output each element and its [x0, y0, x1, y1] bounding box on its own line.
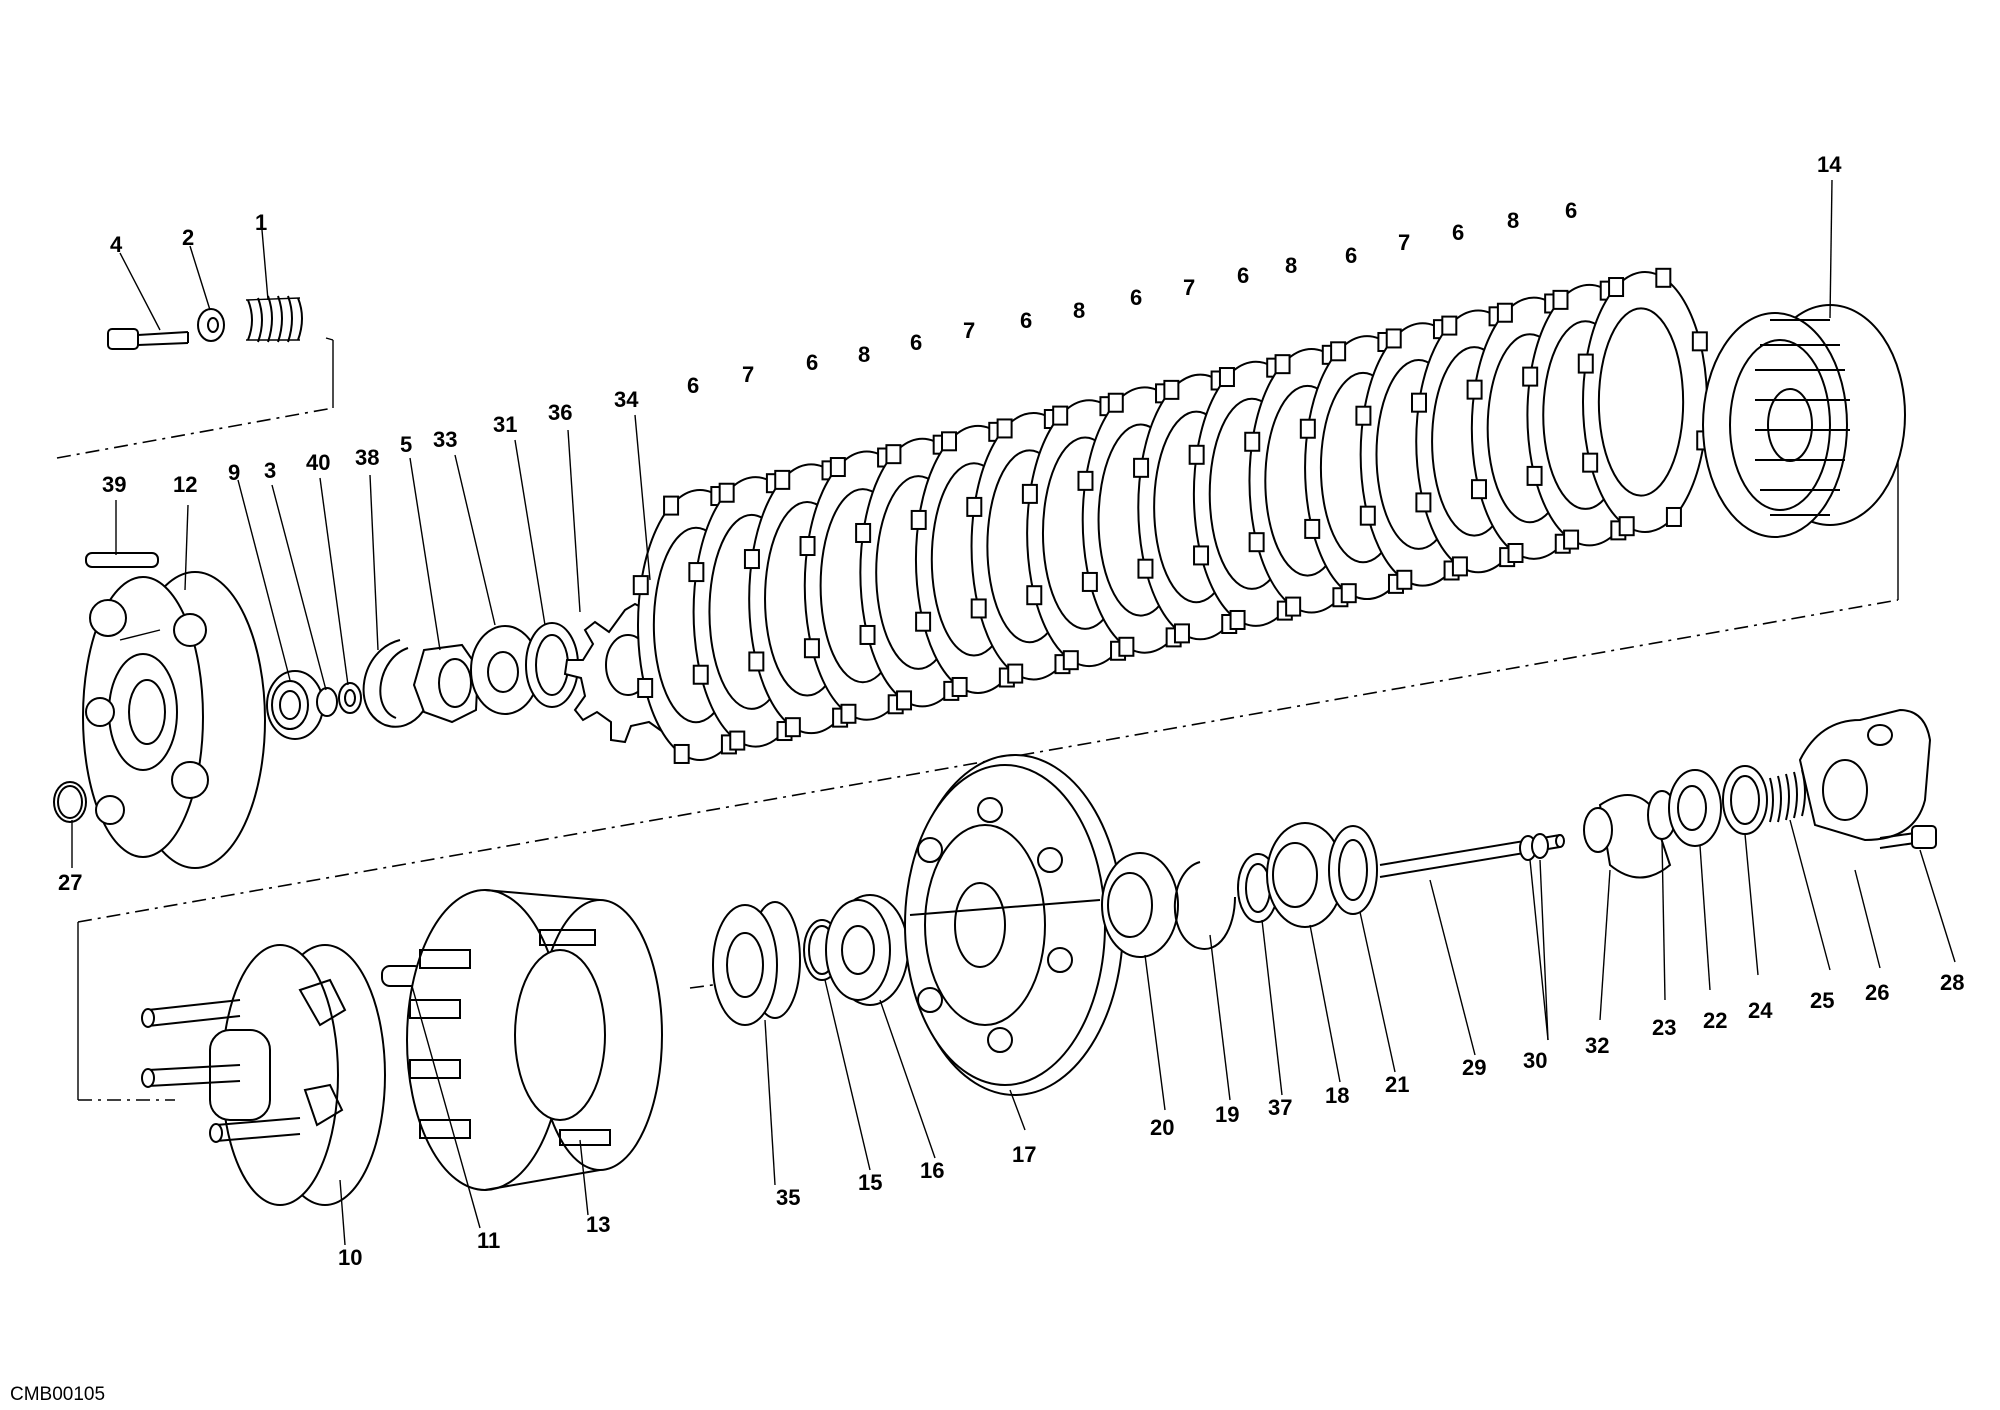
callout-6: 6: [1020, 308, 1032, 333]
primary-gear-part-17: [904, 754, 1124, 1096]
callout-26: 26: [1865, 980, 1889, 1005]
spring-part-25: [1769, 769, 1806, 823]
clutch-drum-part-14: [1702, 304, 1906, 538]
bearing-part-9: [266, 670, 324, 740]
callout-23: 23: [1652, 1015, 1676, 1040]
callout-5: 5: [400, 432, 412, 457]
callout-7: 7: [963, 318, 975, 343]
washer-part-21: [1328, 825, 1378, 915]
callout-1: 1: [255, 210, 267, 235]
washer-part-2: [197, 308, 225, 342]
callout-22: 22: [1703, 1008, 1727, 1033]
callout-4: 4: [110, 232, 123, 257]
clutch-plate: [1577, 267, 1713, 537]
callout-8: 8: [1285, 253, 1297, 278]
slave-cylinder-part-26: [1798, 708, 1932, 842]
callout-8: 8: [858, 342, 870, 367]
seal-part-22: [1668, 769, 1722, 847]
o-rings-part-30: [1519, 833, 1549, 861]
callout-16: 16: [920, 1158, 944, 1183]
clutch-basket-part-13: [406, 889, 663, 1191]
bushing-part-35: [712, 901, 801, 1026]
callout-30: 30: [1523, 1048, 1547, 1073]
bearing-part-16: [825, 894, 909, 1006]
callout-17: 17: [1012, 1142, 1036, 1167]
screw-part-28: [1879, 825, 1937, 849]
callout-10: 10: [338, 1245, 362, 1270]
callout-24: 24: [1748, 998, 1773, 1023]
callout-35: 35: [776, 1185, 800, 1210]
washer-part-40: [338, 682, 362, 714]
callout-6: 6: [806, 350, 818, 375]
callout-31: 31: [493, 412, 517, 437]
callout-7: 7: [1398, 230, 1410, 255]
callout-15: 15: [858, 1170, 882, 1195]
callout-6: 6: [687, 373, 699, 398]
spring-part-1: [245, 295, 303, 343]
screw-part-4: [107, 328, 189, 350]
bearing-part-20: [1101, 852, 1179, 958]
callout-8: 8: [1507, 208, 1519, 233]
callout-38: 38: [355, 445, 379, 470]
callout-3: 3: [264, 458, 276, 483]
circlip-part-19: [1174, 861, 1236, 950]
callout-6: 6: [1345, 243, 1357, 268]
o-ring-part-27: [53, 781, 87, 823]
callout-7: 7: [1183, 275, 1195, 300]
callout-9: 9: [228, 460, 240, 485]
callout-36: 36: [548, 400, 572, 425]
callout-18: 18: [1325, 1083, 1349, 1108]
callout-6: 6: [1565, 198, 1577, 223]
callout-33: 33: [433, 427, 457, 452]
callout-25: 25: [1810, 988, 1834, 1013]
callout-34: 34: [614, 387, 639, 412]
callout-39: 39: [102, 472, 126, 497]
hub-part-10: [141, 944, 386, 1206]
pin-part-39: [85, 552, 159, 568]
callout-21: 21: [1385, 1072, 1409, 1097]
callout-2: 2: [182, 225, 194, 250]
pressure-plate-part-12: [82, 571, 266, 869]
callout-8: 8: [1073, 298, 1085, 323]
callout-28: 28: [1940, 970, 1964, 995]
leader-lines: [71, 179, 1956, 1246]
callout-29: 29: [1462, 1055, 1486, 1080]
callout-11: 11: [477, 1228, 500, 1253]
callout-13: 13: [586, 1212, 610, 1237]
callout-32: 32: [1585, 1033, 1609, 1058]
callout-40: 40: [306, 450, 330, 475]
callout-37: 37: [1268, 1095, 1292, 1120]
seal-part-24: [1722, 765, 1768, 835]
bearing-part-18: [1266, 822, 1344, 928]
callout-6: 6: [1237, 263, 1249, 288]
callout-7: 7: [742, 362, 754, 387]
callout-20: 20: [1150, 1115, 1174, 1140]
callout-14: 14: [1817, 152, 1842, 177]
callout-12: 12: [173, 472, 197, 497]
callout-6: 6: [1130, 285, 1142, 310]
drawing-code: CMB00105: [10, 1384, 105, 1405]
ring-part-3: [316, 687, 338, 717]
nut-part-5: [412, 643, 480, 724]
callout-19: 19: [1215, 1102, 1239, 1127]
callout-labels: 4 2 1 14 39 12 9 3 40 38 5 33 31 36 34 6…: [58, 152, 1964, 1270]
clutch-plate-stack: [632, 267, 1713, 764]
callout-6: 6: [1452, 220, 1464, 245]
callout-6: 6: [910, 330, 922, 355]
callout-27: 27: [58, 870, 82, 895]
